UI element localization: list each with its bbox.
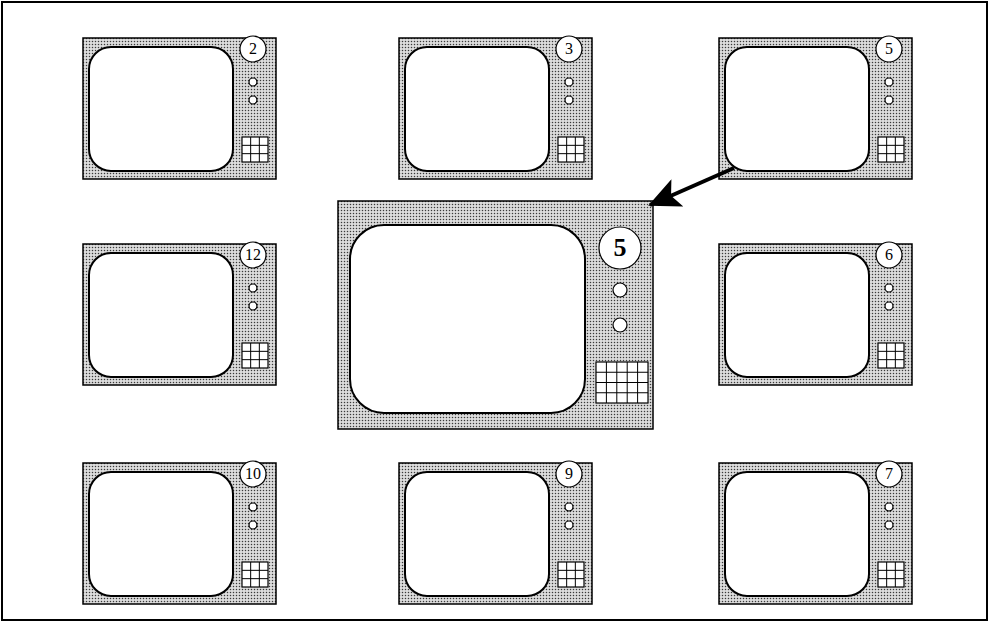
television-set: 5 bbox=[337, 200, 654, 430]
speaker-grille bbox=[878, 343, 904, 368]
tv-outline bbox=[398, 37, 593, 180]
tv-knob bbox=[249, 78, 257, 86]
television-set: 5 bbox=[718, 37, 913, 180]
tv-outline bbox=[398, 462, 593, 605]
channel-dial bbox=[876, 242, 902, 268]
tv-outline bbox=[718, 37, 913, 180]
tv-knob bbox=[249, 96, 257, 104]
tv-screen bbox=[405, 47, 549, 171]
television-set: 10 bbox=[82, 462, 277, 605]
tv-knob bbox=[885, 96, 893, 104]
arrow-connector bbox=[650, 168, 734, 205]
channel-number: 3 bbox=[565, 41, 573, 57]
tv-outline bbox=[718, 243, 913, 386]
tv-outline bbox=[337, 200, 654, 430]
channel-number: 7 bbox=[885, 466, 893, 482]
speaker-grille bbox=[242, 562, 268, 587]
tv-knob bbox=[565, 96, 573, 104]
channel-number: 10 bbox=[245, 466, 261, 482]
tv-outline bbox=[718, 462, 913, 605]
television-set: 2 bbox=[82, 37, 277, 180]
tv-outline bbox=[82, 37, 277, 180]
channel-dial bbox=[599, 227, 641, 269]
tv-screen bbox=[725, 47, 869, 171]
speaker-grille bbox=[878, 137, 904, 162]
tv-knob bbox=[249, 521, 257, 529]
tv-screen bbox=[89, 253, 233, 377]
channel-dial bbox=[556, 461, 582, 487]
tv-screen bbox=[350, 225, 585, 413]
tv-screen bbox=[405, 472, 549, 596]
tv-screen bbox=[89, 47, 233, 171]
speaker-grille bbox=[596, 362, 648, 403]
tv-screen bbox=[725, 253, 869, 377]
tv-screen bbox=[725, 472, 869, 596]
tv-knob bbox=[249, 302, 257, 310]
tv-screen bbox=[89, 472, 233, 596]
outer-frame bbox=[2, 2, 987, 620]
tv-knob bbox=[885, 302, 893, 310]
tv-outline bbox=[82, 462, 277, 605]
channel-number: 5 bbox=[885, 41, 893, 57]
tv-knob bbox=[613, 318, 627, 332]
channel-number: 9 bbox=[565, 466, 573, 482]
tv-cabinet bbox=[338, 201, 653, 429]
tv-knob bbox=[885, 78, 893, 86]
speaker-grille bbox=[242, 343, 268, 368]
speaker-grille bbox=[878, 562, 904, 587]
tv-knob bbox=[885, 284, 893, 292]
speaker-grille bbox=[558, 137, 584, 162]
tv-knob bbox=[565, 78, 573, 86]
tv-knob bbox=[885, 503, 893, 511]
television-set: 12 bbox=[82, 243, 277, 386]
channel-dial bbox=[876, 461, 902, 487]
tv-knob bbox=[249, 284, 257, 292]
tv-knob bbox=[565, 503, 573, 511]
channel-dial bbox=[556, 36, 582, 62]
channel-dial bbox=[240, 461, 266, 487]
speaker-grille bbox=[242, 137, 268, 162]
tv-knob bbox=[613, 283, 627, 297]
television-set: 6 bbox=[718, 243, 913, 386]
channel-number: 2 bbox=[249, 41, 257, 57]
channel-number: 5 bbox=[614, 235, 627, 261]
television-set: 9 bbox=[398, 462, 593, 605]
tv-knob bbox=[565, 521, 573, 529]
channel-dial bbox=[876, 36, 902, 62]
channel-number: 12 bbox=[245, 247, 261, 263]
channel-dial bbox=[240, 36, 266, 62]
channel-number: 6 bbox=[885, 247, 893, 263]
channel-dial bbox=[240, 242, 266, 268]
television-set: 7 bbox=[718, 462, 913, 605]
television-set: 3 bbox=[398, 37, 593, 180]
tv-knob bbox=[249, 503, 257, 511]
tv-knob bbox=[885, 521, 893, 529]
tv-outline bbox=[82, 243, 277, 386]
speaker-grille bbox=[558, 562, 584, 587]
